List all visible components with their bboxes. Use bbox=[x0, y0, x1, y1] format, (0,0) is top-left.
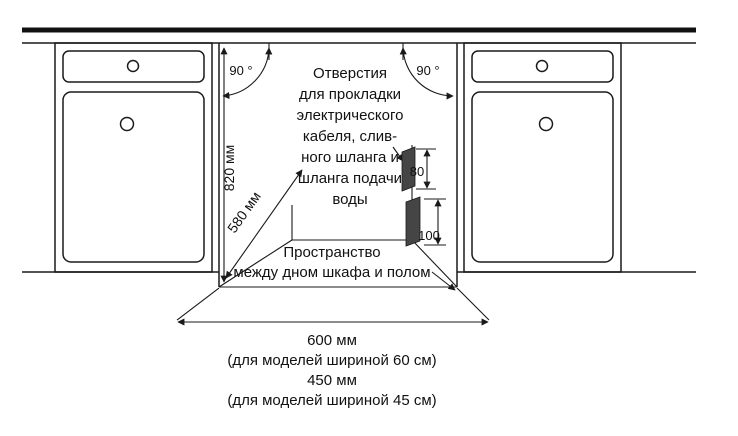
door-swing-left: 90 ° bbox=[222, 43, 273, 100]
right-cabinet-body bbox=[463, 42, 622, 273]
right-cabinet-door bbox=[471, 91, 614, 263]
width-dimension: 600 мм (для моделей шириной 60 см) 450 м… bbox=[176, 287, 490, 409]
depth-dimension-label: 580 мм bbox=[224, 188, 264, 235]
floor-note-line-1: Пространство bbox=[283, 244, 380, 261]
right-door-knob bbox=[538, 116, 554, 132]
floor-note-pointer-arrow bbox=[431, 271, 456, 291]
left-door-knob bbox=[119, 116, 135, 132]
niche-floor-right-perspective bbox=[411, 239, 458, 288]
door-swing-right: 90 ° bbox=[399, 43, 454, 100]
holes-note-line-4: кабеля, слив- bbox=[303, 128, 397, 145]
left-door-swing-arc bbox=[222, 47, 273, 100]
right-cabinet bbox=[463, 42, 622, 273]
countertop bbox=[22, 27, 696, 44]
lower-hole-dimension-label: 100 bbox=[418, 228, 440, 243]
holes-note-line-2: для прокладки bbox=[299, 86, 401, 103]
holes-note: Отверстия для прокладки электрического к… bbox=[297, 65, 404, 208]
wall-holes: 80 100 bbox=[401, 146, 446, 247]
floor-note-line-2: между дном шкафа и полом bbox=[233, 264, 430, 281]
left-cabinet-door bbox=[62, 91, 205, 263]
floor-gap-note: Пространство между дном шкафа и полом bbox=[233, 244, 456, 291]
holes-note-line-1: Отверстия bbox=[313, 65, 387, 82]
depth-dimension-line bbox=[225, 169, 303, 279]
width-witness-right bbox=[456, 287, 490, 321]
right-cabinet-drawer bbox=[471, 50, 614, 83]
holes-note-line-7: воды bbox=[332, 191, 367, 208]
left-angle-label: 90 ° bbox=[229, 63, 252, 78]
right-door-swing-arc bbox=[399, 47, 454, 100]
width-witness-left bbox=[176, 287, 220, 321]
height-dimension: 820 мм bbox=[220, 47, 237, 283]
holes-note-line-3: электрического bbox=[297, 107, 404, 124]
right-angle-label: 90 ° bbox=[416, 63, 439, 78]
width-note-line-2: (для моделей шириной 60 см) bbox=[227, 352, 436, 369]
left-cabinet-drawer bbox=[62, 50, 205, 83]
holes-note-pointer-arrow bbox=[392, 146, 404, 162]
height-dimension-label: 820 мм bbox=[221, 145, 237, 192]
left-cabinet bbox=[54, 42, 213, 273]
width-note-line-4: (для моделей шириной 45 см) bbox=[227, 392, 436, 409]
width-note-line-1: 600 мм bbox=[307, 332, 357, 349]
lower-hole bbox=[405, 196, 421, 247]
left-cabinet-body bbox=[54, 42, 213, 273]
holes-note-line-6: шланга подачи bbox=[298, 170, 402, 187]
left-drawer-knob bbox=[126, 59, 140, 73]
upper-hole bbox=[401, 146, 416, 192]
upper-hole-dimension-label: 80 bbox=[410, 164, 424, 179]
right-drawer-knob bbox=[535, 59, 549, 73]
width-note-line-3: 450 мм bbox=[307, 372, 357, 389]
holes-note-line-5: ного шланга и bbox=[301, 149, 399, 166]
